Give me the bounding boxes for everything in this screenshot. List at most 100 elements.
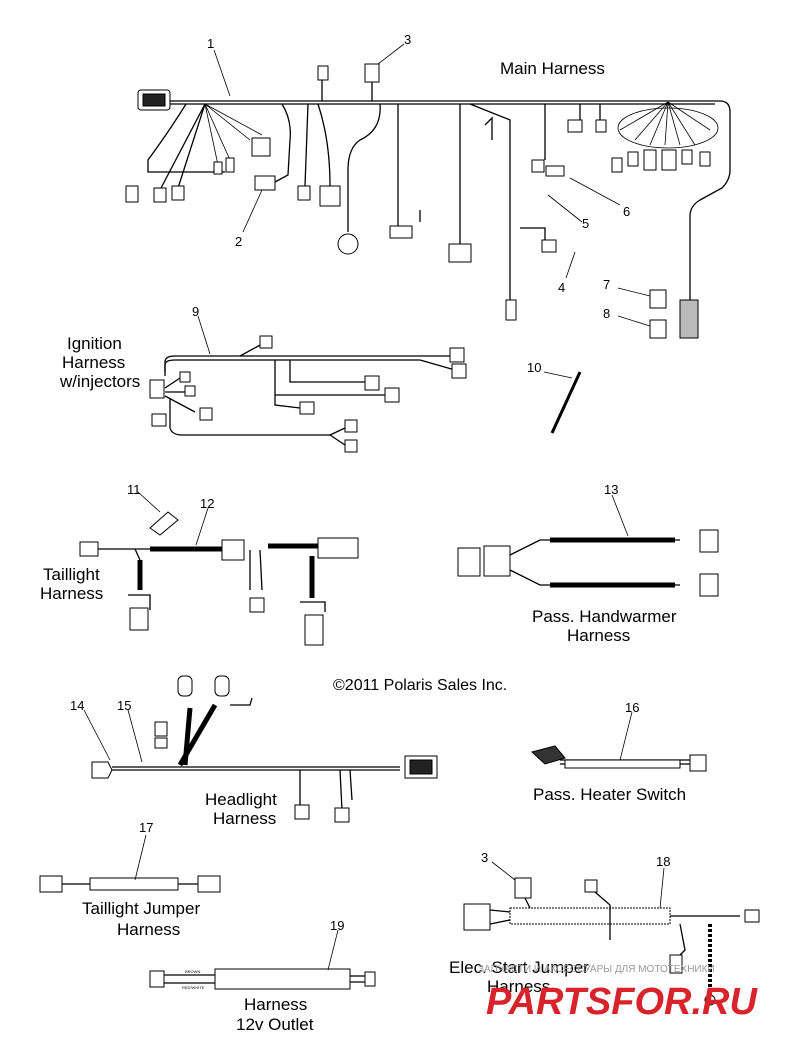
main-conn-7 (649, 289, 667, 309)
main-branch-left-1 (147, 103, 225, 173)
leader-14 (83, 709, 111, 761)
elec-start-conn-bottom (669, 954, 683, 974)
main-conn-s (661, 149, 677, 171)
ignition-conn-left-5 (151, 413, 167, 427)
outlet-title-line1: Harness (244, 995, 307, 1014)
ignition-conn-left-4 (199, 407, 213, 421)
outlet-harness: Harness 12v Outlet BROWN RED/WHITE 19 (149, 918, 376, 1034)
headlight-harness: Headlight Harness 14 15 (70, 675, 438, 828)
heater-switch-harness: Pass. Heater Switch 16 (530, 700, 707, 804)
part-10-tie-strap: 10 (527, 360, 582, 434)
tie-strap-shape (550, 371, 582, 434)
main-harness-title: Main Harness (500, 59, 605, 78)
leader-12 (195, 507, 209, 546)
taillight-harness: Taillight Harness 11 12 (40, 482, 359, 646)
elec-start-conn-top (584, 879, 598, 893)
main-branch-right-2 (579, 104, 601, 120)
ignition-conn-mid (364, 375, 380, 391)
headlight-conn-left (91, 761, 113, 779)
main-conn-t (681, 149, 693, 165)
headlight-drops (299, 769, 353, 811)
main-branch-4 (520, 227, 546, 240)
main-conn-8 (649, 319, 667, 339)
main-branch-center-1 (304, 103, 309, 187)
main-conn-i (389, 225, 413, 239)
main-conn-g (297, 185, 311, 201)
main-conn-u (699, 151, 711, 167)
taillight-jumper-title-line1: Taillight Jumper (82, 899, 200, 918)
handwarmer-harness: Pass. Handwarmer Harness 13 (457, 482, 719, 645)
leader-5 (547, 194, 583, 223)
ignition-conn-b1 (344, 419, 358, 433)
main-conn-h (319, 185, 341, 207)
callout-15: 15 (117, 698, 131, 713)
headlight-conn-15b (154, 737, 168, 749)
leader-7 (617, 287, 651, 297)
main-conn-3 (364, 63, 380, 83)
callout-14: 14 (70, 698, 84, 713)
ignition-conn-low2 (384, 387, 400, 403)
leader-1 (213, 49, 231, 97)
callout-5: 5 (582, 216, 589, 231)
taillight-bracket-left (128, 594, 151, 610)
ignition-bottom-split (329, 427, 346, 446)
callout-8: 8 (603, 306, 610, 321)
ignition-conn-left-1 (149, 379, 165, 399)
main-conn-k (505, 299, 517, 321)
main-conn-c (171, 185, 185, 201)
taillight-drop-left (134, 548, 141, 561)
handwarmer-junction (483, 545, 511, 577)
callout-3b: 3 (481, 850, 488, 865)
leader-11 (137, 491, 161, 513)
leader-16 (619, 711, 633, 761)
handwarmer-conn-top (699, 529, 719, 553)
leader-17 (134, 834, 147, 881)
callout-12: 12 (200, 496, 214, 511)
taillight-jumper-sleeve (89, 877, 179, 891)
headlight-conn-d2 (334, 807, 350, 823)
taillight-title-line2: Harness (40, 584, 103, 603)
ignition-trunk-2 (164, 359, 420, 376)
elec-start-title-line1: Elec. Start Jumper (449, 958, 589, 977)
handwarmer-conn-bottom (699, 573, 719, 597)
heater-switch-body (530, 745, 566, 765)
handwarmer-title-line2: Harness (567, 626, 630, 645)
taillight-junction (221, 539, 245, 561)
handwarmer-conn-left (457, 547, 481, 577)
headlight-title-line1: Headlight (205, 790, 277, 809)
outlet-wire-label-bottom: RED/WHITE (182, 985, 205, 990)
main-trunk-wire (150, 100, 731, 300)
headlight-conn-d1 (294, 804, 310, 820)
leader-2 (242, 189, 263, 233)
main-branch-center-3 (347, 103, 381, 232)
taillight-lamp-center (249, 597, 265, 613)
main-branch-left-3 (177, 103, 206, 189)
main-conn-d (213, 161, 223, 175)
heater-switch-sleeve (564, 759, 681, 769)
heater-switch-conn (689, 754, 707, 772)
main-conn-e (225, 157, 235, 173)
ignition-conn-top (259, 335, 273, 349)
callout-9: 9 (192, 304, 199, 319)
main-branch-left-2 (159, 103, 206, 191)
headlight-trunk (112, 766, 400, 771)
outlet-conn-right (364, 971, 376, 987)
ignition-end-wires (419, 355, 456, 371)
main-conn-4 (541, 239, 557, 253)
main-fan-cluster (619, 101, 711, 146)
taillight-jumper-harness: Taillight Jumper Harness 17 (39, 820, 221, 939)
ignition-harness: Ignition Harness w/injectors 9 (59, 304, 467, 453)
main-conn-r (643, 149, 657, 171)
callout-7: 7 (603, 277, 610, 292)
main-conn-b (153, 187, 167, 203)
ignition-title-line1: Ignition (67, 334, 122, 353)
main-fan-loop (617, 107, 719, 149)
outlet-wires (164, 974, 215, 984)
ignition-title-line2: Harness (62, 353, 125, 372)
taillight-lamp-left (129, 607, 149, 631)
taillight-lamp-right (304, 614, 324, 646)
main-conn-f (251, 137, 271, 157)
elec-start-ring (704, 994, 716, 1006)
elec-start-wires-left (489, 909, 511, 925)
